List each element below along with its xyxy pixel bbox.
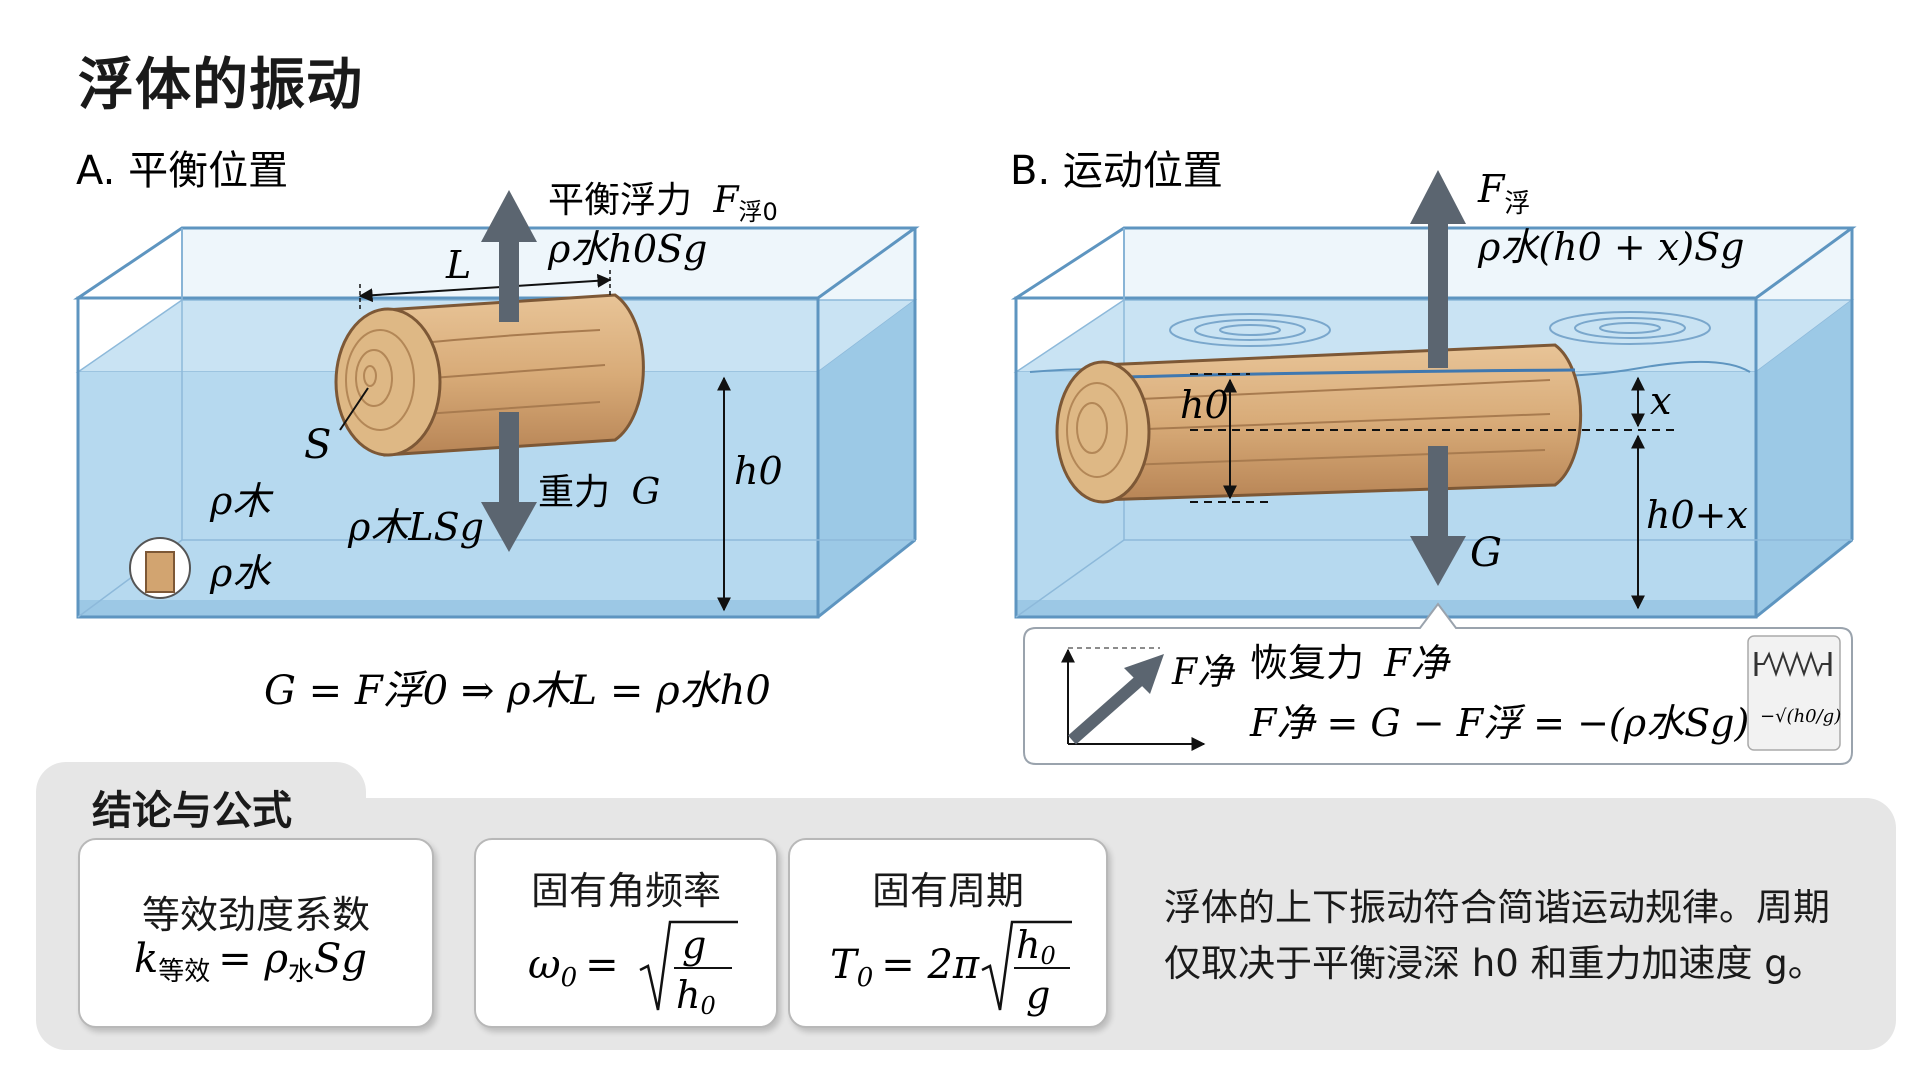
wood-density: ρ木	[209, 479, 274, 523]
stiffness-card-title: 等效劲度系数	[141, 893, 370, 937]
displacement-symbol: x	[1650, 379, 1671, 423]
panel-a-diagram: A. 平衡位置 L S	[73, 148, 920, 714]
svg-text:g: g	[682, 923, 706, 967]
wood-log-b	[1055, 343, 1583, 504]
angular-frequency-formula: ω0 = √(g/h0)	[476, 1021, 776, 1022]
equilibrium-equation: G = F浮0 ⇒ ρ木L = ρ水h0	[264, 668, 771, 714]
buoyancy-label-a: 平衡浮力 F浮0	[548, 180, 778, 226]
conclusion-summary: 浮体的上下振动符合简谐运动规律。周期仅取决于平衡浸深 h0 和重力加速度 g。	[1164, 886, 1830, 985]
buoyancy-formula-a: ρ水h0Sg	[547, 227, 707, 271]
length-symbol: L	[445, 243, 471, 287]
spring-inset-formula: −√(h0/g)	[1760, 706, 1841, 727]
buoyancy-arrow-b	[1410, 170, 1466, 368]
panel-b-diagram: B. 运动位置 h0 x	[1010, 148, 1857, 765]
page-title: 浮体的振动	[78, 53, 363, 118]
stiffness-formula-source: k等效 = ρ水Sg	[80, 1021, 432, 1022]
panel-a-label: A. 平衡位置	[76, 148, 288, 194]
angular-frequency-formula-graphic: ω0= g h0	[528, 920, 738, 1020]
angular-frequency-card-title: 固有角频率	[530, 869, 721, 913]
stiffness-formula: k等效= ρ水Sg	[134, 936, 367, 987]
svg-text:ω0=: ω0=	[528, 942, 619, 993]
force-graph-icon	[1061, 647, 1206, 751]
gravity-formula-a: ρ木LSg	[347, 505, 484, 549]
svg-text:h0: h0	[1016, 923, 1056, 970]
svg-text:h0: h0	[676, 973, 716, 1020]
restoring-force-callout	[1023, 602, 1853, 765]
panel-b-label: B. 运动位置	[1010, 148, 1223, 194]
spring-inset: −√(h0/g)	[1747, 635, 1841, 751]
buoyancy-label-b: F浮	[1477, 167, 1530, 219]
restoring-formula: F净 = G − F浮 = −(ρ水Sg)x	[1249, 701, 1771, 745]
stiffness-card: 等效劲度系数 k等效= ρ水Sg k等效 = ρ水Sg	[78, 838, 434, 1028]
buoyancy-formula-b: ρ水(h0 + x)Sg	[1477, 225, 1744, 269]
period-formula-graphic: T0= 2π h0 g	[830, 920, 1072, 1017]
period-formula: T0 = 2π√(h0/g)	[790, 1021, 1106, 1022]
gravity-label-a: 重力 G	[538, 472, 660, 513]
period-card-title: 固有周期	[871, 869, 1024, 913]
depth-symbol-a: h0	[734, 449, 783, 493]
area-symbol: S	[304, 422, 331, 468]
area-leader	[339, 387, 369, 431]
svg-text:g: g	[1026, 973, 1050, 1017]
water-density: ρ水	[209, 551, 272, 595]
angular-frequency-card: 固有角频率 ω0= g h0 ω0 = √(g/h0)	[474, 838, 778, 1028]
buoyancy-arrow-a	[481, 190, 537, 322]
restoring-title: 恢复力 F净	[1250, 641, 1451, 685]
stiffness-formula-graphic: k等效= ρ水Sg	[134, 936, 367, 987]
gravity-arrow-a	[481, 412, 537, 552]
length-dimension: L	[358, 243, 612, 312]
gravity-symbol-b: G	[1470, 530, 1502, 576]
depth-left-symbol: h0	[1180, 383, 1229, 427]
wood-log-a	[334, 293, 645, 457]
wood-sample-icon	[129, 537, 191, 599]
gravity-arrow-b	[1410, 446, 1466, 586]
svg-text:T0= 2π: T0= 2π	[830, 942, 980, 993]
restoring-graph-label: F净	[1171, 652, 1236, 693]
conclusion-title: 结论与公式	[92, 788, 292, 834]
period-card: 固有周期 T0= 2π h0 g T0 = 2π√(h0/g)	[788, 838, 1108, 1028]
depth-right-symbol: h0+x	[1646, 493, 1748, 537]
